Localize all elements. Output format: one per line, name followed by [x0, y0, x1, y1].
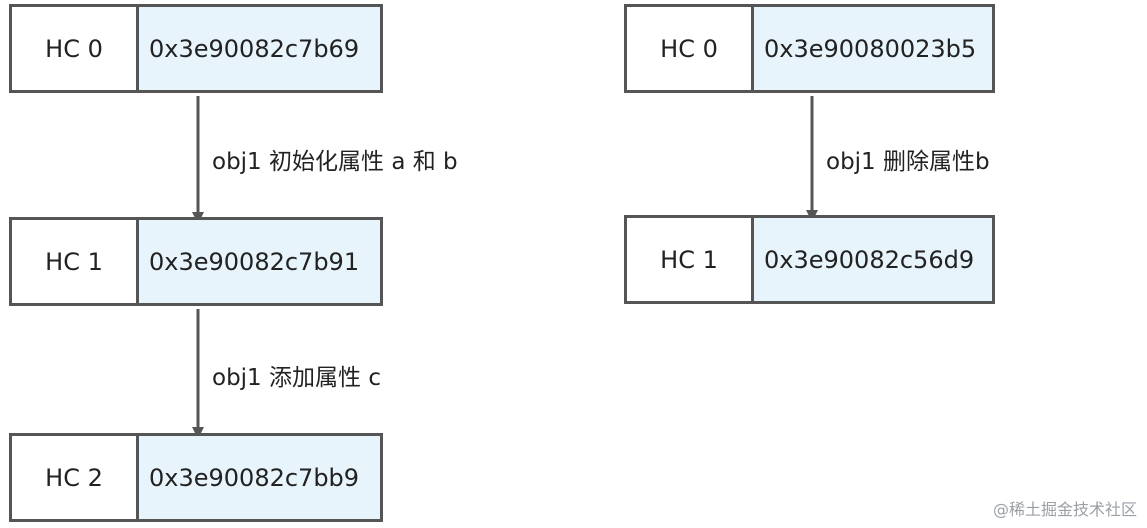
watermark: @稀土掘金技术社区	[992, 500, 1137, 519]
node-address: 0x3e90080023b5	[754, 7, 992, 90]
node-address: 0x3e90082c7bb9	[139, 436, 380, 519]
node-address: 0x3e90082c7b69	[139, 7, 380, 90]
right-node-hc1: HC 1 0x3e90082c56d9	[624, 215, 995, 304]
node-label: HC 1	[627, 218, 754, 301]
left-node-hc1: HC 1 0x3e90082c7b91	[9, 217, 383, 306]
left-node-hc0: HC 0 0x3e90082c7b69	[9, 4, 383, 93]
node-label: HC 0	[12, 7, 139, 90]
right-node-hc0: HC 0 0x3e90080023b5	[624, 4, 995, 93]
node-address: 0x3e90082c7b91	[139, 220, 380, 303]
edge-label-left-1: obj1 添加属性 c	[212, 365, 381, 391]
node-address: 0x3e90082c56d9	[754, 218, 992, 301]
edge-label-right-0: obj1 删除属性b	[826, 149, 990, 175]
node-label: HC 1	[12, 220, 139, 303]
node-label: HC 0	[627, 7, 754, 90]
node-label: HC 2	[12, 436, 139, 519]
edge-label-left-0: obj1 初始化属性 a 和 b	[212, 149, 458, 175]
left-node-hc2: HC 2 0x3e90082c7bb9	[9, 433, 383, 522]
